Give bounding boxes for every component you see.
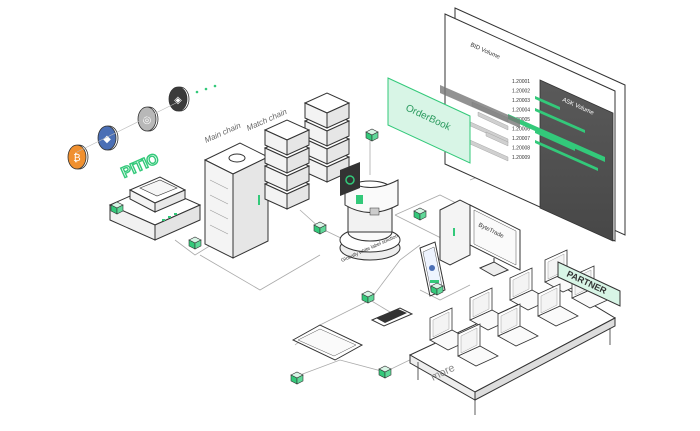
card-device [370, 307, 414, 327]
ontology-coin: ◎ [137, 106, 159, 132]
price-row: 1.20001 [512, 79, 530, 85]
main-chain-server: Main chain [203, 121, 270, 259]
price-row: 1.20002 [512, 89, 530, 95]
binance-coin: ◈ [168, 86, 190, 112]
partner-laptop [457, 323, 499, 367]
node-cube [361, 290, 375, 304]
node-cube [313, 221, 327, 235]
tablet-device [291, 324, 364, 361]
match-chain-servers: Match chain [245, 92, 351, 210]
node-cube [430, 282, 444, 296]
node-cube [290, 371, 304, 385]
bitcoin-coin: ₿ [67, 144, 89, 170]
partner-laptop [509, 267, 551, 311]
node-cube [365, 128, 379, 142]
partner-platform: more [408, 249, 617, 415]
ontology-coin-glyph: ◎ [143, 115, 152, 126]
ethereum-coin: ◆ [97, 125, 119, 151]
node-cube [378, 365, 392, 379]
central-ring-tower: Globally white label solution [339, 162, 401, 264]
partner-laptop [497, 303, 539, 347]
bitcoin-coin-glyph: ₿ [73, 152, 80, 164]
bytetrade-station: ByteTrade [439, 199, 521, 277]
binance-coin-glyph: ◈ [174, 95, 182, 106]
brand-label: PITIO [119, 150, 162, 182]
server-unit [303, 92, 351, 129]
node-cube [110, 201, 124, 215]
server-unit [263, 119, 311, 156]
price-row: 1.20003 [512, 98, 530, 104]
coin-row: ₿ ◆ ◎ ◈ [67, 86, 190, 170]
price-row: 1.20008 [512, 146, 530, 152]
price-row: 1.20006 [512, 127, 530, 133]
main-chain-label: Main chain [203, 121, 243, 145]
price-row: 1.20004 [512, 108, 530, 114]
partner-laptop [537, 283, 579, 327]
price-row: 1.20007 [512, 136, 530, 142]
price-row: 1.20009 [512, 155, 530, 161]
node-cube [413, 207, 427, 221]
node-cube [188, 236, 202, 250]
orderbook-card: OrderBook [387, 77, 471, 164]
pitio-node: PITIO [108, 149, 202, 241]
orderbook-volume-panels: BID Volume ASK Volume 1.200011.200021.20… [440, 7, 626, 242]
ethereum-coin-glyph: ◆ [103, 134, 111, 145]
node-cubes [110, 128, 444, 385]
coin-dots [195, 84, 217, 94]
phone-device [419, 241, 446, 297]
